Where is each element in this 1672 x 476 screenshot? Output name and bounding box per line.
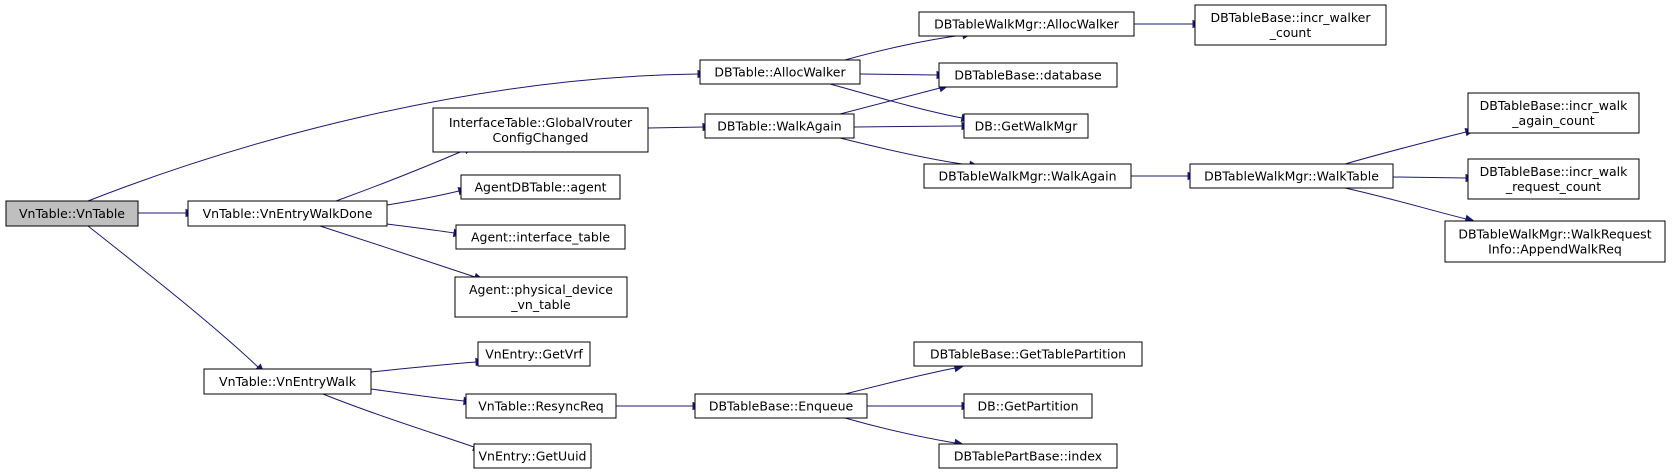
node-agent-interface-table[interactable]: Agent::interface_table — [455, 224, 626, 250]
edge-vnentrywalk-to-vnentry_getuuid — [322, 393, 483, 451]
node-label: DBTableBase::Enqueue — [709, 399, 854, 414]
edge-walkmgr_allocwalker-to-incr_walker_count — [1134, 19, 1203, 29]
node-vntable-vntable[interactable]: VnTable::VnTable — [5, 200, 139, 227]
edge-walkmgr_walktable-to-incr_walk_request_count — [1392, 173, 1476, 183]
node-label: DBTableBase::GetTablePartition — [930, 347, 1126, 362]
node-label: VnTable::VnEntryWalk — [219, 374, 357, 389]
node-label: _vn_table — [510, 297, 571, 312]
edge-walkmgr_walktable-to-walkrequestinfo_appendwalkreq — [1344, 187, 1476, 224]
node-incr-walker-count[interactable]: DBTableBase::incr_walker_count — [1194, 4, 1387, 46]
node-label: DBTableBase::incr_walk — [1480, 98, 1628, 113]
edge-vnentrywalk-to-vnentry_getvrf — [370, 357, 486, 373]
node-db-getwalkmgr[interactable]: DB::GetWalkMgr — [963, 113, 1089, 139]
edge-walkmgr_walkagain-to-walkmgr_walktable — [1131, 171, 1198, 181]
node-walkmgr-allocwalker[interactable]: DBTableWalkMgr::AllocWalker — [918, 11, 1135, 37]
node-db-getpartition[interactable]: DB::GetPartition — [963, 393, 1093, 419]
node-agent-physical-device[interactable]: Agent::physical_device_vn_table — [454, 276, 628, 318]
node-vntable-resyncreq[interactable]: VnTable::ResyncReq — [465, 393, 617, 419]
node-incr-walk-request-count[interactable]: DBTableBase::incr_walk_request_count — [1467, 158, 1640, 200]
node-label: DBTableWalkMgr::WalkRequest — [1458, 227, 1651, 242]
edge-vnentrywalk-to-vntable_resyncreq — [370, 388, 474, 406]
node-vnentrywalk[interactable]: VnTable::VnEntryWalk — [203, 368, 372, 395]
node-label: Info::AppendWalkReq — [1488, 242, 1622, 257]
call-nodes: VnTable::VnTable VnTable::VnEntryWalkDone… — [5, 4, 1666, 469]
edge-interfacetable_globalvrouter-to-dbtable_walkagain — [647, 122, 713, 132]
node-walkmgr-walkagain[interactable]: DBTableWalkMgr::WalkAgain — [923, 163, 1132, 189]
node-label: _request_count — [1505, 179, 1601, 194]
node-label: DBTableBase::incr_walk — [1480, 164, 1628, 179]
node-label: InterfaceTable::GlobalVrouter — [449, 115, 633, 130]
node-label: Agent::interface_table — [471, 230, 610, 245]
node-label: AgentDBTable::agent — [474, 180, 606, 195]
edge-dbtablebase_enqueue-to-dbtablebase_gettablepartition — [844, 363, 965, 395]
node-incr-walk-again-count[interactable]: DBTableBase::incr_walk_again_count — [1467, 92, 1640, 134]
node-label: VnTable::VnTable — [19, 206, 125, 221]
edge-vntable_vntable-to-vnentrywalk — [87, 225, 265, 374]
edge-vntable_vntable-to-vnentrywalkdone — [138, 208, 196, 218]
edge-walkmgr_walktable-to-incr_walk_again_count — [1344, 127, 1476, 165]
node-dbtablebase-database[interactable]: DBTableBase::database — [938, 62, 1118, 88]
edge-vnentrywalkdone-to-agent_interface_table — [386, 223, 464, 238]
node-label: ConfigChanged — [493, 130, 589, 145]
edge-dbtablebase_enqueue-to-db_getpartition — [867, 401, 972, 411]
node-label: DBTableWalkMgr::AllocWalker — [934, 17, 1120, 32]
node-dbtablebase-enqueue[interactable]: DBTableBase::Enqueue — [694, 393, 868, 419]
node-label: Agent::physical_device — [469, 282, 613, 297]
node-walkmgr-walktable[interactable]: DBTableWalkMgr::WalkTable — [1189, 163, 1394, 189]
node-label: DBTableBase::incr_walker — [1210, 10, 1371, 25]
edge-vntable_resyncreq-to-dbtablebase_enqueue — [616, 401, 703, 411]
node-label: DBTableWalkMgr::WalkAgain — [939, 169, 1117, 184]
node-label: DBTablePartBase::index — [954, 449, 1102, 464]
node-dbtablepartbase-index[interactable]: DBTablePartBase::index — [938, 443, 1118, 469]
node-label: DBTable::AllocWalker — [714, 65, 846, 80]
node-label: DB::GetWalkMgr — [975, 119, 1079, 134]
edge-dbtable_allocwalker-to-dbtablebase_database — [859, 70, 947, 80]
node-label: DBTableWalkMgr::WalkTable — [1204, 169, 1379, 184]
node-agentdbtable-agent[interactable]: AgentDBTable::agent — [460, 174, 621, 200]
node-label: VnEntry::GetUuid — [478, 449, 586, 464]
edge-dbtablebase_enqueue-to-dbtablepartbase_index — [844, 417, 965, 448]
node-dbtable-allocwalker[interactable]: DBTable::AllocWalker — [699, 59, 861, 85]
node-vnentrywalkdone[interactable]: VnTable::VnEntryWalkDone — [187, 200, 388, 227]
edge-dbtable_walkagain-to-db_getwalkmgr — [853, 121, 972, 131]
node-label: VnTable::ResyncReq — [478, 399, 604, 414]
node-label: _count — [1269, 25, 1312, 40]
node-dbtable-walkagain[interactable]: DBTable::WalkAgain — [704, 113, 855, 139]
node-vnentry-getvrf[interactable]: VnEntry::GetVrf — [477, 341, 591, 367]
node-vnentry-getuuid[interactable]: VnEntry::GetUuid — [473, 443, 592, 469]
edge-vnentrywalkdone-to-agentdbtable_agent — [386, 186, 469, 206]
node-interfacetable-globalvrouter[interactable]: InterfaceTable::GlobalVrouterConfigChang… — [432, 107, 649, 153]
node-label: DB::GetPartition — [978, 399, 1079, 414]
node-label: DBTable::WalkAgain — [717, 119, 841, 134]
node-label: VnEntry::GetVrf — [485, 347, 583, 362]
node-dbtablebase-gettablepartition[interactable]: DBTableBase::GetTablePartition — [913, 341, 1143, 367]
node-label: VnTable::VnEntryWalkDone — [203, 206, 373, 221]
edge-dbtable_walkagain-to-dbtablebase_database — [839, 83, 949, 115]
node-label: _again_count — [1511, 113, 1595, 128]
node-label: DBTableBase::database — [954, 68, 1102, 83]
node-walkrequestinfo-appendwalkreq[interactable]: DBTableWalkMgr::WalkRequestInfo::AppendW… — [1444, 220, 1666, 263]
